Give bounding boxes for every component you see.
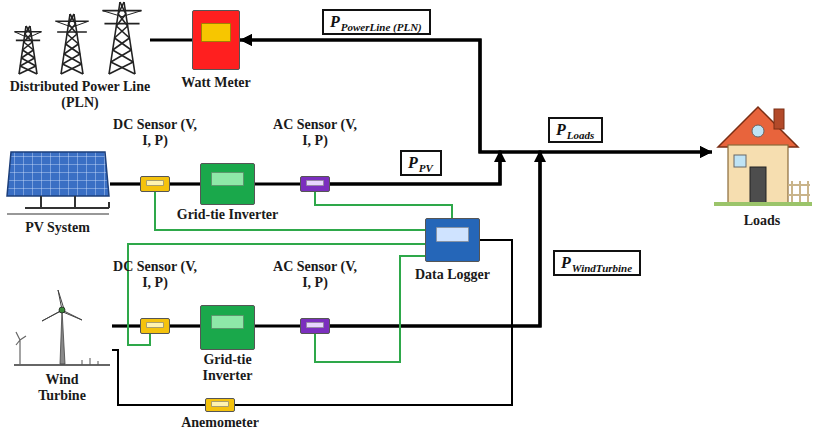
device-display — [306, 180, 324, 186]
power-symbol: P — [330, 13, 340, 30]
node-label: DC Sensor (V, I, P) — [113, 259, 197, 291]
device-box: Grid-tie Inverter — [200, 163, 255, 205]
power-line — [235, 240, 512, 405]
device-box: Grid-tie Inverter — [200, 305, 255, 350]
node-label: AC Sensor (V, I, P) — [273, 259, 357, 291]
power-line — [170, 182, 200, 185]
device-display — [436, 227, 470, 242]
device-display — [211, 172, 245, 186]
node-label: Grid-tie Inverter — [193, 352, 263, 384]
power-line — [112, 350, 205, 405]
node-label: Loads — [744, 213, 781, 229]
power-subscript: Loads — [567, 129, 595, 141]
power-line — [255, 182, 300, 185]
device-box: Watt Meter — [192, 10, 240, 70]
power-label-box: PLoads — [548, 117, 603, 143]
junction-arrow — [494, 150, 506, 162]
device-box: AC Sensor (V, I, P) — [300, 318, 330, 334]
power-line — [150, 38, 192, 41]
power-line — [330, 152, 712, 184]
device-box: DC Sensor (V, I, P) — [140, 318, 170, 334]
transmission-towers — [10, 0, 150, 75]
node-label: Distributed Power Line (PLN) — [5, 79, 155, 111]
device-display — [146, 322, 164, 328]
power-subscript: WindTurbine — [572, 262, 632, 274]
illustration-node: Wind Turbine — [12, 290, 112, 368]
power-label-box: PWindTurbine — [553, 250, 641, 276]
power-line — [330, 152, 712, 326]
power-symbol: P — [556, 121, 566, 138]
data-wire — [315, 192, 452, 218]
junction-arrow — [534, 150, 546, 162]
power-symbol: P — [408, 154, 418, 171]
pv-panel-icon — [5, 148, 110, 216]
power-line — [170, 324, 200, 327]
power-label-box: PPowerLine (PLN) — [322, 9, 431, 35]
power-line — [240, 40, 500, 184]
power-line — [112, 324, 140, 327]
data-wire — [155, 192, 425, 230]
power-line — [240, 40, 540, 326]
device-display — [306, 322, 324, 328]
illustration-node: PV System — [5, 148, 110, 216]
node-label: Grid-tie Inverter — [177, 207, 278, 223]
power-subscript: PV — [419, 162, 433, 174]
power-subscript: PowerLine (PLN) — [341, 21, 422, 33]
node-label: DC Sensor (V, I, P) — [113, 117, 197, 149]
power-line — [255, 324, 300, 327]
node-label: AC Sensor (V, I, P) — [273, 117, 357, 149]
device-box: AC Sensor (V, I, P) — [300, 176, 330, 192]
device-display — [146, 180, 164, 186]
device-display — [211, 401, 229, 407]
illustration-node: Distributed Power Line (PLN) — [10, 0, 150, 75]
node-label: Anemometer — [181, 415, 259, 431]
device-box: Data Logger — [425, 218, 480, 262]
illustration-node: Loads — [712, 85, 812, 210]
house-icon — [712, 85, 812, 210]
power-line — [110, 182, 140, 185]
node-label: Data Logger — [415, 267, 490, 283]
node-label: Wind Turbine — [29, 372, 95, 404]
node-label: PV System — [25, 220, 90, 236]
device-box: DC Sensor (V, I, P) — [140, 176, 170, 192]
device-display — [211, 315, 245, 330]
device-box: Anemometer — [205, 398, 235, 412]
wind-turbine-icon — [12, 290, 112, 368]
device-display — [201, 23, 230, 42]
power-symbol: P — [561, 254, 571, 271]
node-label: Watt Meter — [181, 75, 251, 91]
power-label-box: PPV — [400, 150, 442, 176]
